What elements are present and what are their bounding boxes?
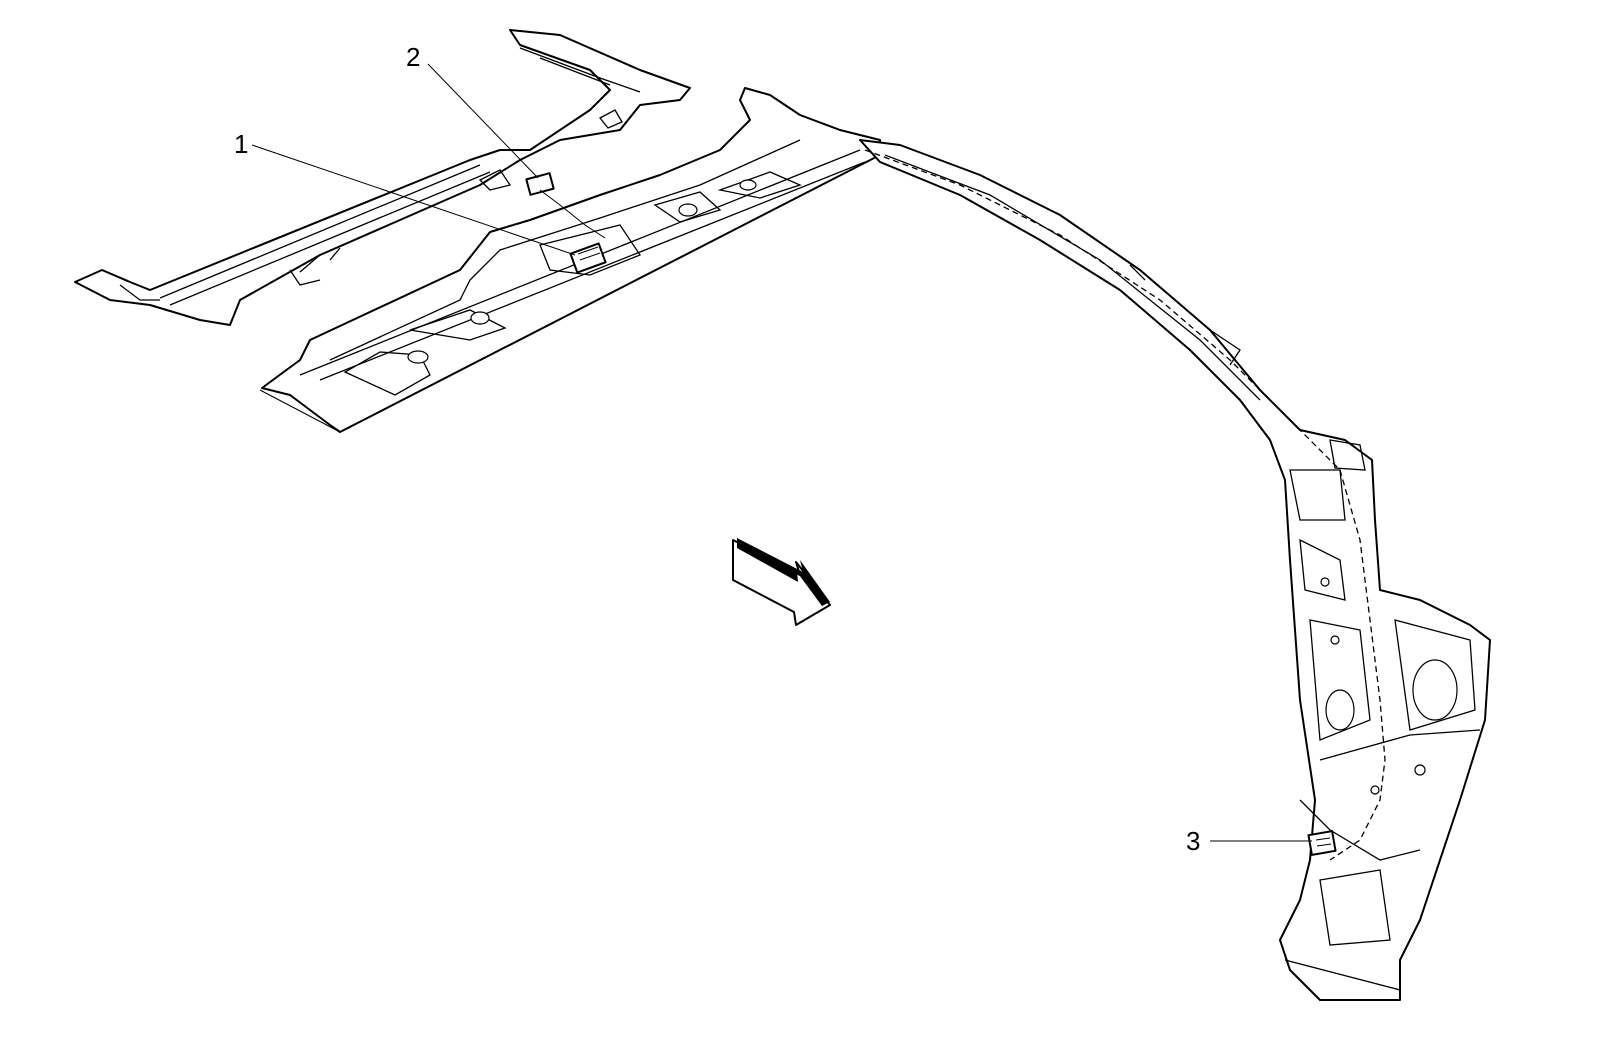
front-direction-arrow-icon <box>732 538 831 626</box>
connector-3 <box>1307 830 1337 856</box>
callout-3: 3 <box>1186 826 1200 856</box>
side-rail-and-pillar <box>859 139 1491 1001</box>
connector-1 <box>569 242 607 274</box>
callout-1: 1 <box>234 129 248 159</box>
rear-roof-rail <box>74 29 691 326</box>
callout-2: 2 <box>406 42 420 72</box>
connector-2 <box>525 172 606 239</box>
leader-lines <box>251 63 1312 842</box>
front-roof-header <box>259 87 881 433</box>
